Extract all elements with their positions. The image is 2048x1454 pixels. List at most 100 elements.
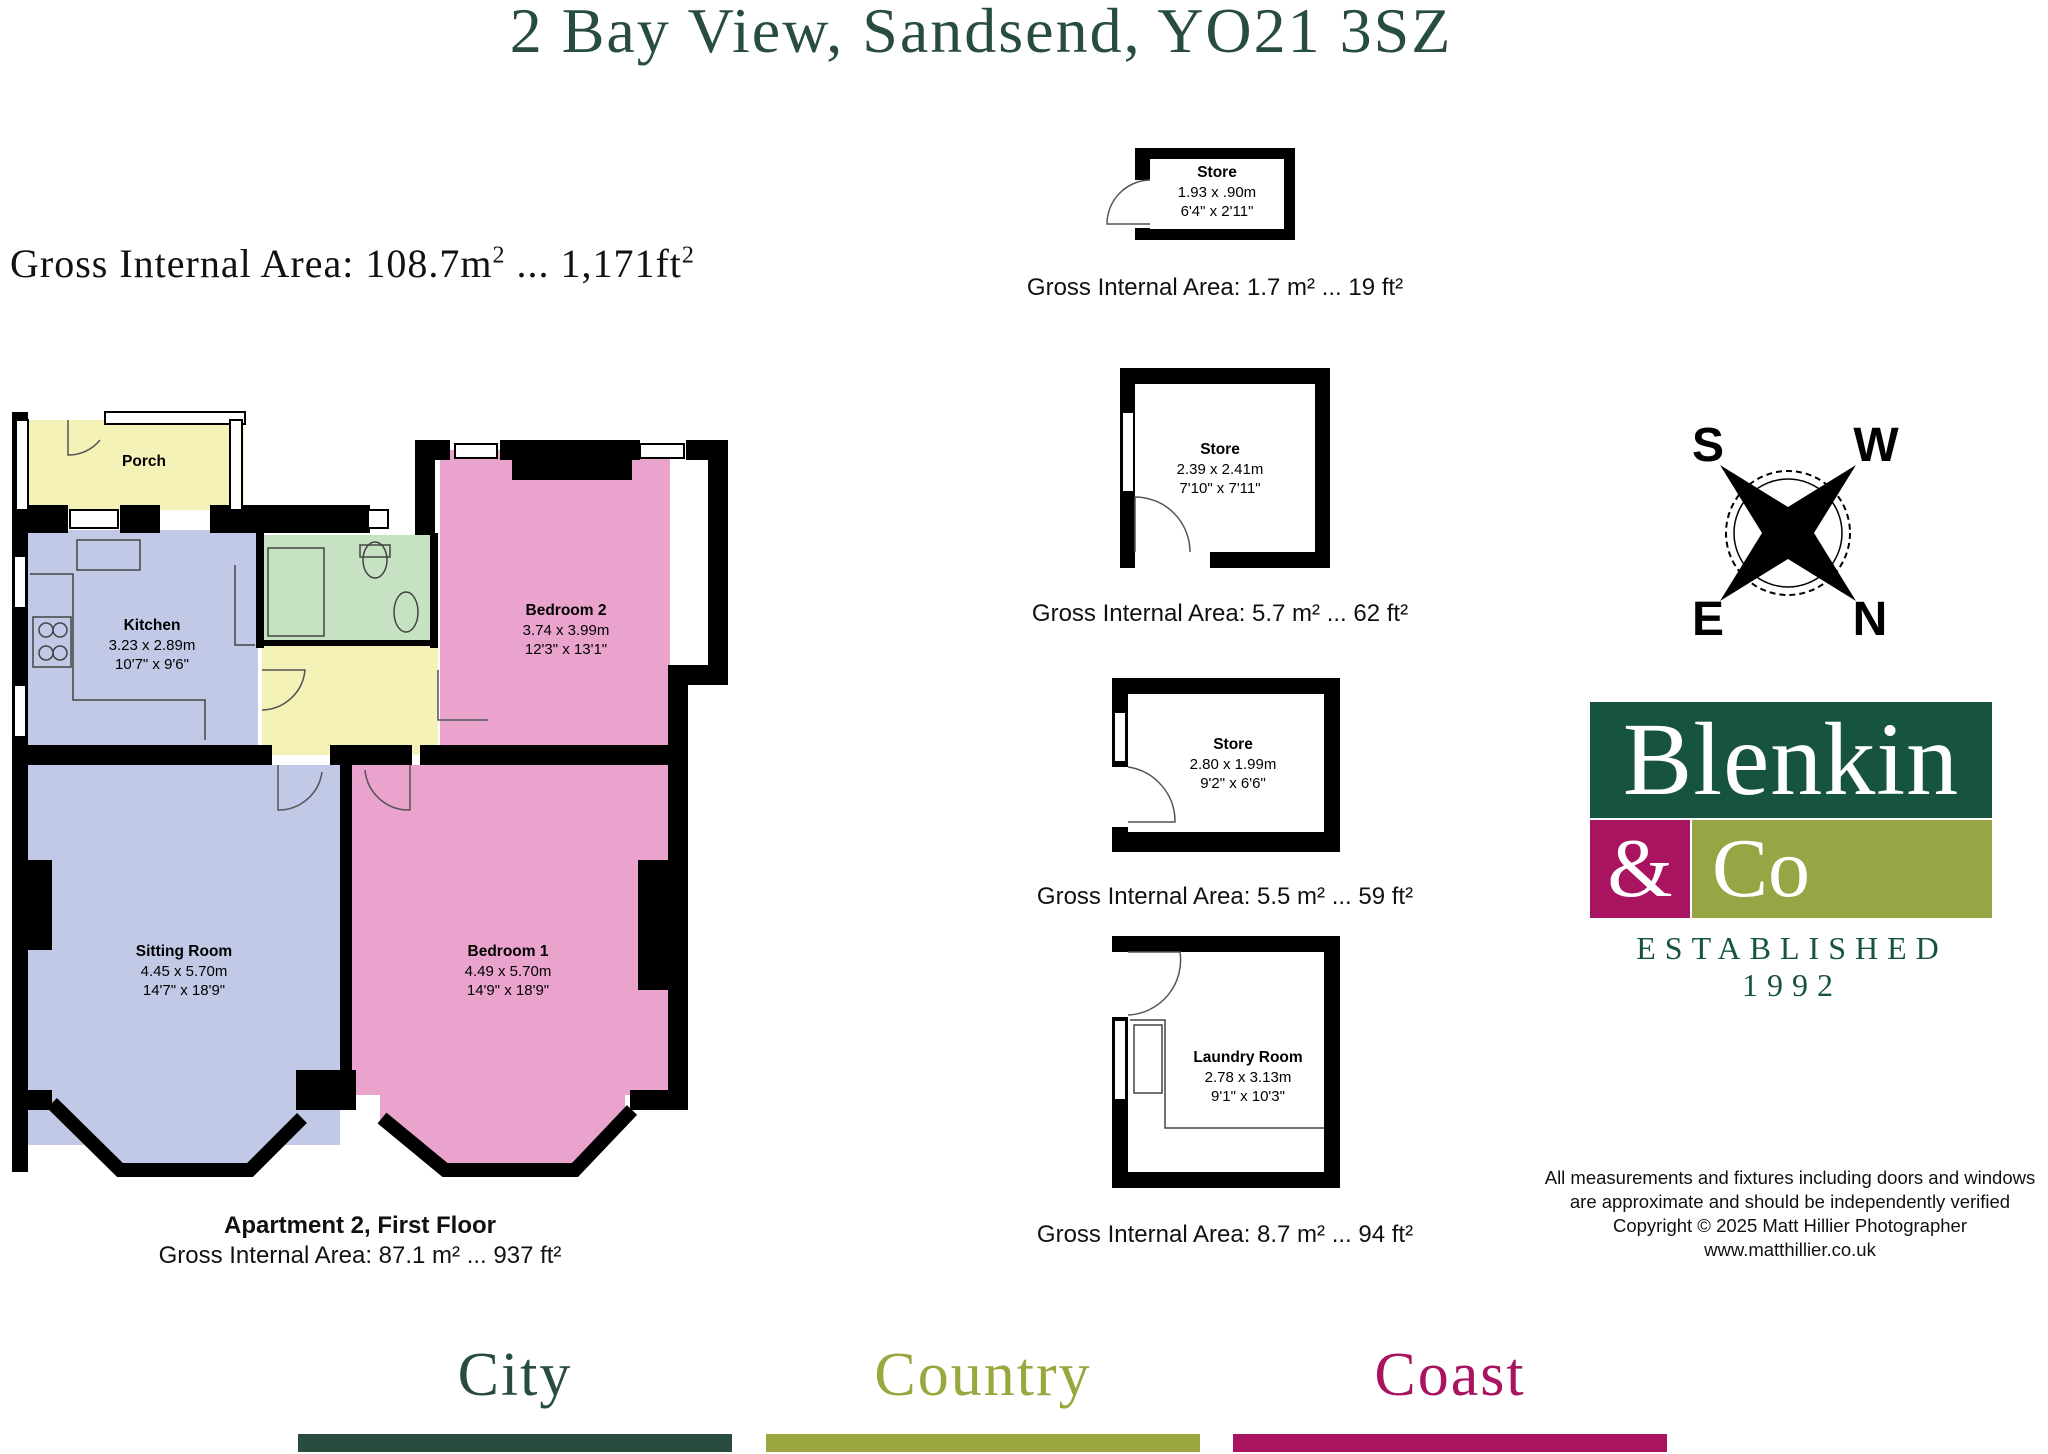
store-2-door xyxy=(1134,496,1191,553)
store-2-imperial: 7'10" x 7'11" xyxy=(1179,480,1260,497)
shower-tray-icon xyxy=(267,547,325,637)
bedroom2-door xyxy=(437,670,488,721)
store-3-imperial: 9'2" x 6'6" xyxy=(1200,775,1266,792)
store-1-label: Store xyxy=(1197,164,1237,181)
bedroom1-chimney xyxy=(638,860,668,990)
bathroom-fill xyxy=(262,535,430,645)
footer-coast: Coast xyxy=(1374,1341,1526,1409)
store-3-door xyxy=(1127,766,1176,823)
bedroom1-door xyxy=(364,765,411,811)
hob-burner-4-icon xyxy=(52,645,68,661)
bedroom2-window-right xyxy=(639,443,685,459)
porch-east-wall xyxy=(229,419,243,511)
sitting-bedroom1-divider xyxy=(340,765,352,1095)
property-address: 2 Bay View, Sandsend, YO21 3SZ xyxy=(509,0,1453,66)
sitting-room-fill xyxy=(28,765,340,1145)
porch-fill xyxy=(16,420,244,510)
disclaimer-line-3: Copyright © 2025 Matt Hillier Photograph… xyxy=(1612,1215,1967,1236)
sitting-room-door xyxy=(277,765,323,811)
kitchen-west-window-lower xyxy=(13,684,27,738)
bedroom2-metric: 3.74 x 3.99m xyxy=(523,622,610,639)
sitting-room-bay-window xyxy=(47,1098,307,1177)
kitchen-fittings xyxy=(30,539,255,740)
bedroom2-chimney-breast xyxy=(512,458,632,480)
store-3-doorway xyxy=(1112,767,1128,827)
total-area-sqft: ... 1,171ft xyxy=(505,241,682,286)
laundry-label: Laundry Room xyxy=(1193,1049,1302,1066)
store-3-metric: 2.80 x 1.99m xyxy=(1190,756,1277,773)
bedroom1-bay-window xyxy=(377,1105,638,1177)
kitchen-unit xyxy=(234,565,255,646)
bathroom-window xyxy=(367,509,389,529)
bathroom-east-wall xyxy=(430,533,438,648)
sitting-room-label: Sitting Room xyxy=(136,943,232,960)
landing-door xyxy=(261,669,306,711)
bedroom2-label: Bedroom 2 xyxy=(526,602,607,619)
footer-coast-bar xyxy=(1233,1434,1667,1452)
hob-burner-2-icon xyxy=(52,622,68,638)
apartment-title: Apartment 2, First Floor xyxy=(223,1212,497,1239)
bedroom2-east-wall xyxy=(708,440,728,685)
bathroom-south-wall xyxy=(256,640,438,646)
window-set xyxy=(13,411,685,738)
store-2-label: Store xyxy=(1200,441,1240,458)
laundry-area: Gross Internal Area: 8.7 m² ... 94 ft² xyxy=(1036,1221,1414,1248)
kitchen-imperial: 10'7" x 9'6" xyxy=(115,656,189,673)
store-3-interior xyxy=(1128,694,1324,832)
porch-window xyxy=(104,411,246,425)
laundry-imperial: 9'1" x 10'3" xyxy=(1211,1088,1285,1105)
logo-blenkin-panel: Blenkin xyxy=(1590,702,1992,818)
logo-ampersand: & xyxy=(1607,822,1673,915)
laundry-plan: Laundry Room 2.78 x 3.13m 9'1" x 10'3" xyxy=(1112,936,1340,1188)
footer-country: Country xyxy=(874,1341,1092,1409)
store-3-window xyxy=(1113,711,1127,763)
toilet-cistern-icon xyxy=(359,544,391,558)
laundry-window xyxy=(1113,1019,1127,1101)
sitting-bay-west-corner xyxy=(12,1090,52,1110)
bedroom2-west-wall-upper xyxy=(415,440,435,535)
kitchen-window xyxy=(69,509,119,529)
footer-city-bar xyxy=(298,1434,732,1452)
store-2-window xyxy=(1121,411,1135,493)
logo-ampersand-panel: & xyxy=(1590,820,1690,918)
store-2-area: Gross Internal Area: 5.7 m² ... 62 ft² xyxy=(1031,600,1409,627)
bedroom2-north-wall-left xyxy=(415,440,450,460)
porch-door xyxy=(67,420,101,456)
store-1-plan: Store 1.93 x .90m 6'4" x 2'11" xyxy=(1106,148,1295,240)
apartment-floor-plan: Porch Kitchen 3.23 x 2.89m 10'7" x 9'6" … xyxy=(12,411,728,1177)
disclaimer-line-4: www.matthillier.co.uk xyxy=(1704,1239,1876,1260)
logo-co: Co xyxy=(1712,822,1811,915)
footer-country-bar xyxy=(766,1434,1200,1452)
bedroom2-fill xyxy=(440,450,670,755)
store-1-metric: 1.93 x .90m xyxy=(1178,184,1256,201)
kitchen-sink-icon xyxy=(76,539,141,571)
bedroom1-east-wall xyxy=(668,665,688,1110)
kitchen-metric: 3.23 x 2.89m xyxy=(109,637,196,654)
store-1-interior xyxy=(1150,159,1284,229)
store-1-door xyxy=(1106,179,1151,225)
bedroom1-metric: 4.49 x 5.70m xyxy=(465,963,552,980)
compass-n-label: N xyxy=(1853,593,1888,645)
bay-central-pier xyxy=(296,1070,356,1110)
basin-icon xyxy=(393,591,419,633)
disclaimer: All measurements and fixtures including … xyxy=(1500,1166,2048,1262)
disclaimer-line-1: All measurements and fixtures including … xyxy=(1544,1167,2036,1188)
compass-s-label: S xyxy=(1692,425,1724,472)
bedroom2-north-wall-mid xyxy=(500,440,640,460)
compass-star-d xyxy=(1762,507,1856,601)
compass-ring xyxy=(1725,470,1851,596)
bedroom2-imperial: 12'3" x 13'1" xyxy=(525,641,607,658)
kitchen-south-wall xyxy=(12,745,272,765)
bedroom2-window-left xyxy=(454,443,498,459)
toilet-icon xyxy=(362,541,388,579)
kitchen-east-wall xyxy=(256,533,264,648)
bedroom1-label: Bedroom 1 xyxy=(468,943,549,960)
store-2-metric: 2.39 x 2.41m xyxy=(1177,461,1264,478)
compass-rose: S W E N xyxy=(1692,425,1899,645)
bay-windows xyxy=(47,1098,638,1177)
total-area-sqm: Gross Internal Area: 108.7m xyxy=(10,241,493,286)
laundry-worktop xyxy=(1130,1019,1324,1129)
sitting-chimney xyxy=(28,860,52,950)
hob-icon xyxy=(32,616,72,668)
logo-blenkin-text: Blenkin xyxy=(1622,702,1960,817)
